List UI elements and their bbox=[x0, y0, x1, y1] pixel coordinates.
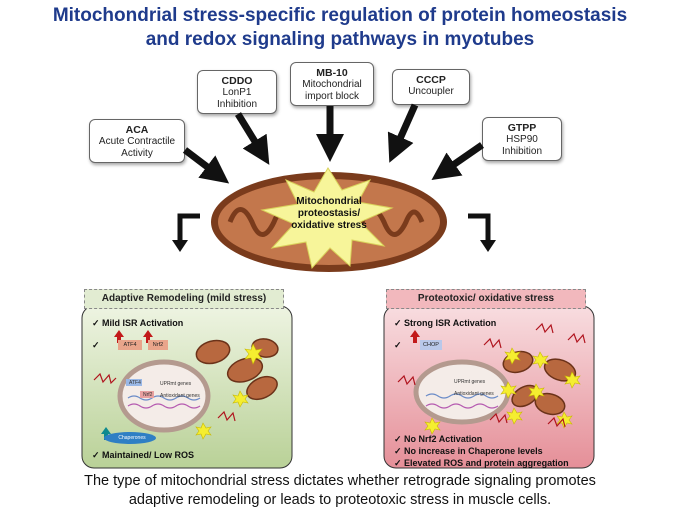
center-label-3: oxidative stress bbox=[291, 220, 367, 231]
stressor-box-gtpp: GTPP HSP90 Inhibition bbox=[482, 117, 562, 161]
right-check-4: ✓ Elevated ROS and protein aggregation bbox=[394, 458, 569, 468]
stressor-desc-2: import block bbox=[305, 91, 359, 102]
stressor-box-cccp: CCCP Uncoupler bbox=[392, 69, 470, 105]
stressor-desc-1: Acute Contractile bbox=[98, 136, 176, 147]
ros-bursts bbox=[195, 343, 581, 440]
caption-line-2: adaptive remodeling or leads to proteoto… bbox=[128, 492, 552, 508]
center-label: Mitochondrial proteostasis/ oxidative st… bbox=[270, 196, 388, 232]
stressor-desc-1: Mitochondrial bbox=[302, 79, 362, 90]
stress-burst bbox=[260, 167, 394, 270]
right-nucleus bbox=[413, 359, 511, 425]
left-mitochondria bbox=[195, 338, 279, 401]
badge-atf4: ATF4 bbox=[118, 340, 142, 350]
nucleus-tag-nrf2: Nrf2 bbox=[143, 392, 153, 398]
figure-caption: The type of mitochondrial stress dictate… bbox=[0, 472, 680, 510]
bracket-arrow-left bbox=[172, 213, 200, 252]
bracket-arrow-right bbox=[468, 213, 496, 252]
right-check-2: ✓ No Nrf2 Activation bbox=[394, 434, 483, 444]
stressor-desc-1: HSP90 bbox=[506, 134, 538, 145]
red-up-arrows bbox=[114, 330, 420, 343]
chaperones-label: Chaperones bbox=[118, 435, 146, 441]
stressor-box-cddo: CDDO LonP1 Inhibition bbox=[197, 70, 277, 114]
right-check-1: ✓ Strong ISR Activation bbox=[394, 318, 497, 328]
center-label-1: Mitochondrial bbox=[296, 196, 362, 207]
left-check-2: ✓ Maintained/ Low ROS bbox=[92, 450, 195, 460]
protein-aggregates bbox=[93, 322, 586, 428]
right-mitochondria bbox=[502, 350, 577, 416]
badge-chop: CHOP bbox=[420, 340, 442, 350]
title-line-1: Mitochondrial stress-specific regulation… bbox=[52, 5, 628, 26]
title-line-2: and redox signaling pathways in myotubes bbox=[145, 29, 535, 50]
chaperones-shape bbox=[104, 432, 156, 444]
center-label-2: proteostasis/ bbox=[297, 208, 361, 219]
stressor-name: CDDO bbox=[221, 75, 253, 87]
stressor-desc-2: Inhibition bbox=[216, 99, 258, 110]
chaperones-up-arrow bbox=[101, 427, 111, 440]
stressor-box-aca: ACA Acute Contractile Activity bbox=[89, 119, 185, 163]
stressor-box-mb10: MB-10 Mitochondrial import block bbox=[290, 62, 374, 106]
left-check-1: ✓ Mild ISR Activation bbox=[92, 318, 184, 328]
stressor-desc-1: Uncoupler bbox=[408, 86, 454, 97]
stressor-name: CCCP bbox=[416, 74, 446, 86]
caption-line-1: The type of mitochondrial stress dictate… bbox=[84, 473, 596, 489]
stressor-desc-1: LonP1 bbox=[222, 87, 252, 98]
stressor-name: MB-10 bbox=[316, 67, 348, 79]
nucleus-tag-atf4: ATF4 bbox=[129, 380, 141, 386]
figure-title: Mitochondrial stress-specific regulation… bbox=[0, 4, 680, 52]
stressor-desc-2: Inhibition bbox=[501, 146, 543, 157]
right-check-badge: ✓ bbox=[394, 340, 402, 350]
left-gene-label-2: Antioxidant genes bbox=[160, 393, 200, 399]
stressor-name: ACA bbox=[125, 124, 149, 136]
left-gene-label-1: UPRmt genes bbox=[160, 381, 192, 387]
right-panel-header: Proteotoxic/ oxidative stress bbox=[386, 289, 586, 309]
stressor-desc-2: Activity bbox=[121, 148, 153, 159]
left-nucleus bbox=[117, 359, 211, 433]
left-check-badges: ✓ bbox=[92, 340, 100, 350]
left-panel-header: Adaptive Remodeling (mild stress) bbox=[84, 289, 284, 309]
stressor-arrows bbox=[182, 103, 484, 184]
stressor-name: GTPP bbox=[507, 122, 537, 134]
badge-nrf2: Nrf2 bbox=[148, 340, 168, 350]
right-gene-label-1: UPRmt genes bbox=[454, 379, 486, 385]
right-check-3: ✓ No increase in Chaperone levels bbox=[394, 446, 543, 456]
right-gene-label-2: Antioxidant genes bbox=[454, 391, 494, 397]
